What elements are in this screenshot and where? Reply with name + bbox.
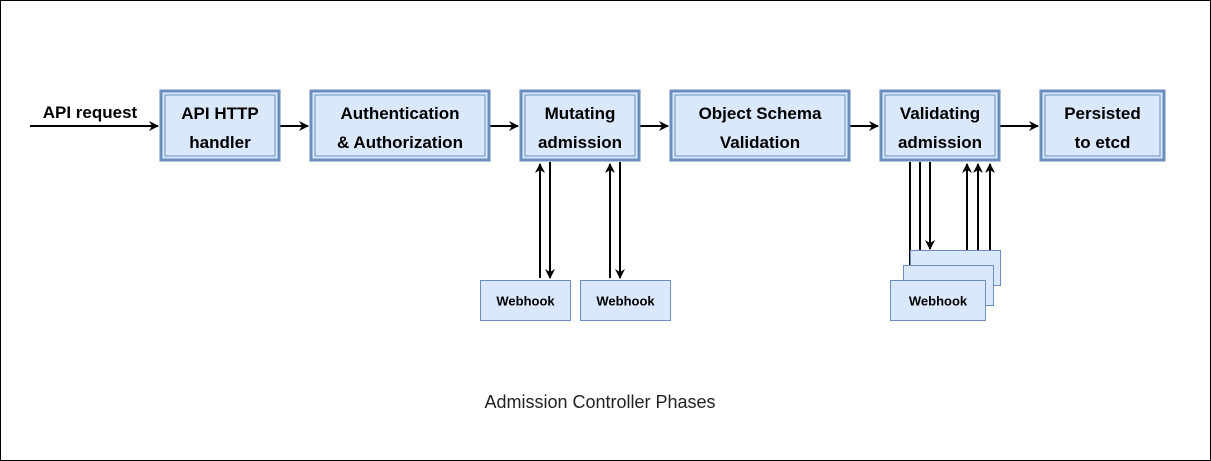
- api-http-handler-box: API HTTP handler: [159, 89, 281, 162]
- validating-admission-label-line1: Validating: [900, 104, 980, 123]
- persisted-to-etcd-label-line2: to etcd: [1075, 133, 1131, 152]
- mutating-webhook-1: Webhook: [480, 280, 571, 321]
- validating-admission-label-line2: admission: [898, 133, 982, 152]
- persisted-to-etcd-label-line1: Persisted: [1064, 104, 1141, 123]
- mutating-admission-box: Mutating admission: [519, 89, 641, 162]
- validating-webhook-front: Webhook: [890, 280, 986, 321]
- mutating-webhook-2: Webhook: [580, 280, 671, 321]
- object-schema-validation-label-line1: Object Schema: [699, 104, 822, 123]
- webhook-label: Webhook: [496, 294, 555, 309]
- authentication-authorization-label-line1: Authentication: [341, 104, 460, 123]
- authentication-authorization-box: Authentication & Authorization: [309, 89, 491, 162]
- api-http-handler-label-line2: handler: [189, 133, 251, 152]
- object-schema-validation-label-line2: Validation: [720, 133, 800, 152]
- api-request-label: API request: [43, 103, 138, 122]
- webhook-label: Webhook: [909, 294, 968, 309]
- diagram-caption: Admission Controller Phases: [484, 392, 715, 412]
- persisted-to-etcd-box: Persisted to etcd: [1039, 89, 1166, 162]
- webhook-label: Webhook: [596, 294, 655, 309]
- api-http-handler-label-line1: API HTTP: [181, 104, 258, 123]
- authentication-authorization-label-line2: & Authorization: [337, 133, 463, 152]
- mutating-admission-label-line1: Mutating: [545, 104, 616, 123]
- mutating-admission-label-line2: admission: [538, 133, 622, 152]
- validating-admission-box: Validating admission: [879, 89, 1001, 162]
